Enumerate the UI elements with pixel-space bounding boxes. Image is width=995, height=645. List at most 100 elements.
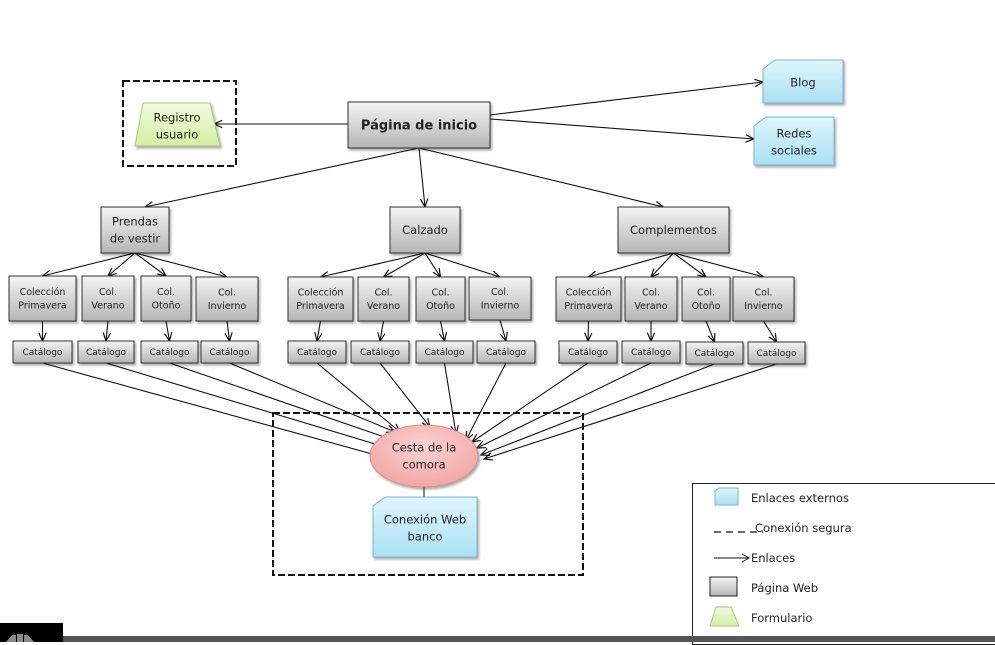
node-collection-complementos-3-label: Col. (754, 287, 772, 298)
node-collection-prendas-2-label: Otoño (152, 301, 181, 312)
node-category-complementos-box (617, 206, 730, 254)
node-catalog-complementos-0[interactable]: Catálogo (558, 340, 618, 364)
node-catalog-complementos-3[interactable]: Catálogo (747, 341, 806, 365)
node-collection-prendas-2-label: Col. (157, 287, 175, 298)
node-collection-complementos-3-box (732, 276, 795, 322)
viewer-control[interactable] (0, 623, 63, 642)
node-collection-complementos-3-label: Invierno (744, 301, 783, 312)
link-catalog-cesta-complementos-1 (475, 362, 652, 449)
node-collection-prendas-3-box (195, 276, 259, 322)
link-prendas-collection-3 (134, 252, 229, 280)
node-catalog-complementos-2-label: Catálogo (694, 349, 735, 359)
node-collection-calzado-3[interactable]: Col.Invierno (468, 276, 532, 321)
node-home[interactable]: Página de inicio (347, 101, 491, 149)
node-home-label: Página de inicio (361, 119, 477, 134)
node-catalog-prendas-0[interactable]: Catálogo (12, 340, 73, 364)
node-catalog-calzado-3[interactable]: Catálogo (476, 340, 536, 364)
node-category-prendas-label: de vestir (110, 231, 161, 245)
node-collection-complementos-1-label: Col. (642, 287, 660, 298)
node-collection-complementos-1-box (624, 276, 678, 322)
node-collection-prendas-2-box (140, 275, 192, 322)
node-redes-sociales-shape (753, 116, 835, 166)
node-catalog-prendas-3-label: Catálogo (209, 348, 250, 358)
link-prendas-collection-2 (134, 252, 168, 277)
node-collection-prendas-0-box (8, 275, 77, 322)
node-catalog-prendas-1-label: Catálogo (86, 348, 127, 358)
node-category-complementos[interactable]: Complementos (617, 206, 730, 254)
node-catalog-complementos-3-box (747, 341, 806, 365)
link-collection-catalog-prendas-3 (224, 320, 233, 343)
node-catalog-prendas-1[interactable]: Catálogo (77, 340, 135, 364)
node-collection-prendas-3-label: Invierno (208, 301, 247, 312)
legend-label: Conexión segura (755, 521, 852, 535)
external-link-shape-icon (714, 487, 739, 506)
view-mode-icon[interactable] (6, 632, 38, 642)
link-collection-catalog-calzado-3 (499, 319, 508, 343)
secure-frame-registro (122, 80, 237, 167)
dashed-line-icon (714, 531, 763, 533)
link-collection-catalog-complementos-1 (646, 321, 656, 343)
node-catalog-calzado-1[interactable]: Catálogo (350, 340, 410, 364)
link-catalog-cesta-calzado-1 (379, 362, 431, 429)
node-category-complementos-label: Complementos (630, 223, 717, 237)
node-category-calzado[interactable]: Calzado (389, 206, 461, 254)
node-collection-prendas-3[interactable]: Col. Invierno (195, 276, 259, 322)
node-collection-calzado-2[interactable]: Col.Otoño (415, 276, 466, 322)
node-catalog-complementos-2[interactable]: Catálogo (685, 341, 744, 365)
node-collection-prendas-2[interactable]: Col. Otoño (140, 275, 192, 322)
node-collection-complementos-1[interactable]: Col. Verano (624, 276, 678, 322)
node-collection-prendas-1-box (81, 275, 135, 322)
node-catalog-calzado-2-box (415, 340, 474, 364)
link-collection-catalog-complementos-3 (763, 320, 778, 344)
link-catalog-cesta-complementos-2 (479, 363, 715, 457)
link-complementos-collection-2 (673, 252, 708, 278)
link-catalog-cesta-calzado-3 (465, 362, 507, 442)
secure-frame-checkout (272, 412, 584, 576)
node-registro-label: usuario (156, 127, 199, 141)
legend-item-links: Enlaces (693, 547, 795, 569)
node-collection-complementos-2[interactable]: Col.Otoño (681, 276, 731, 322)
node-collection-prendas-1-label: Col. (99, 287, 117, 298)
node-catalog-calzado-1-box (350, 340, 410, 364)
link-catalog-cesta-calzado-2 (443, 362, 459, 436)
node-blog[interactable]: Blog (762, 59, 844, 104)
node-category-calzado-box (389, 206, 461, 254)
link-home-blog (489, 78, 765, 116)
node-collection-complementos-1-label: Verano (634, 301, 667, 312)
node-catalog-calzado-2[interactable]: Catálogo (415, 340, 474, 364)
node-collection-calzado-0-label: Primavera (296, 301, 344, 312)
node-catalog-prendas-3[interactable]: Catálogo (200, 340, 259, 364)
node-collection-calzado-1[interactable]: Col.Verano (357, 276, 410, 322)
node-conexion-banco-shape (372, 496, 478, 558)
node-catalog-prendas-2[interactable]: Catálogo (140, 340, 199, 364)
node-conexion-banco-label: Conexión Web (384, 513, 466, 527)
node-collection-complementos-3[interactable]: Col. Invierno (732, 276, 795, 322)
edges-layer (38, 78, 778, 497)
node-catalog-prendas-0-label: Catálogo (22, 348, 63, 358)
node-catalog-complementos-0-box (558, 340, 618, 364)
node-category-prendas[interactable]: Prendas de vestir (100, 206, 170, 254)
link-home-redes (489, 118, 756, 143)
node-collection-prendas-3-label: Col. (218, 287, 236, 298)
node-collection-complementos-0-label: Colección (566, 287, 612, 298)
link-complementos-collection-0 (587, 252, 674, 279)
node-catalog-calzado-0[interactable]: Catálogo (287, 340, 347, 364)
node-cesta-label: Cesta de la (392, 441, 457, 455)
node-catalog-complementos-1[interactable]: Catálogo (621, 340, 681, 364)
node-collection-complementos-0-label: Primavera (564, 301, 612, 312)
node-collection-prendas-1[interactable]: Col.Verano (81, 275, 135, 322)
node-home-box (347, 101, 491, 149)
link-calzado-collection-2 (424, 252, 442, 279)
node-catalog-complementos-2-box (685, 341, 744, 365)
node-collection-prendas-0-label: Colección (20, 287, 66, 298)
node-category-prendas-label: Prendas (112, 215, 158, 229)
legend: Enlaces externos Conexión segura Enlaces… (692, 483, 995, 645)
